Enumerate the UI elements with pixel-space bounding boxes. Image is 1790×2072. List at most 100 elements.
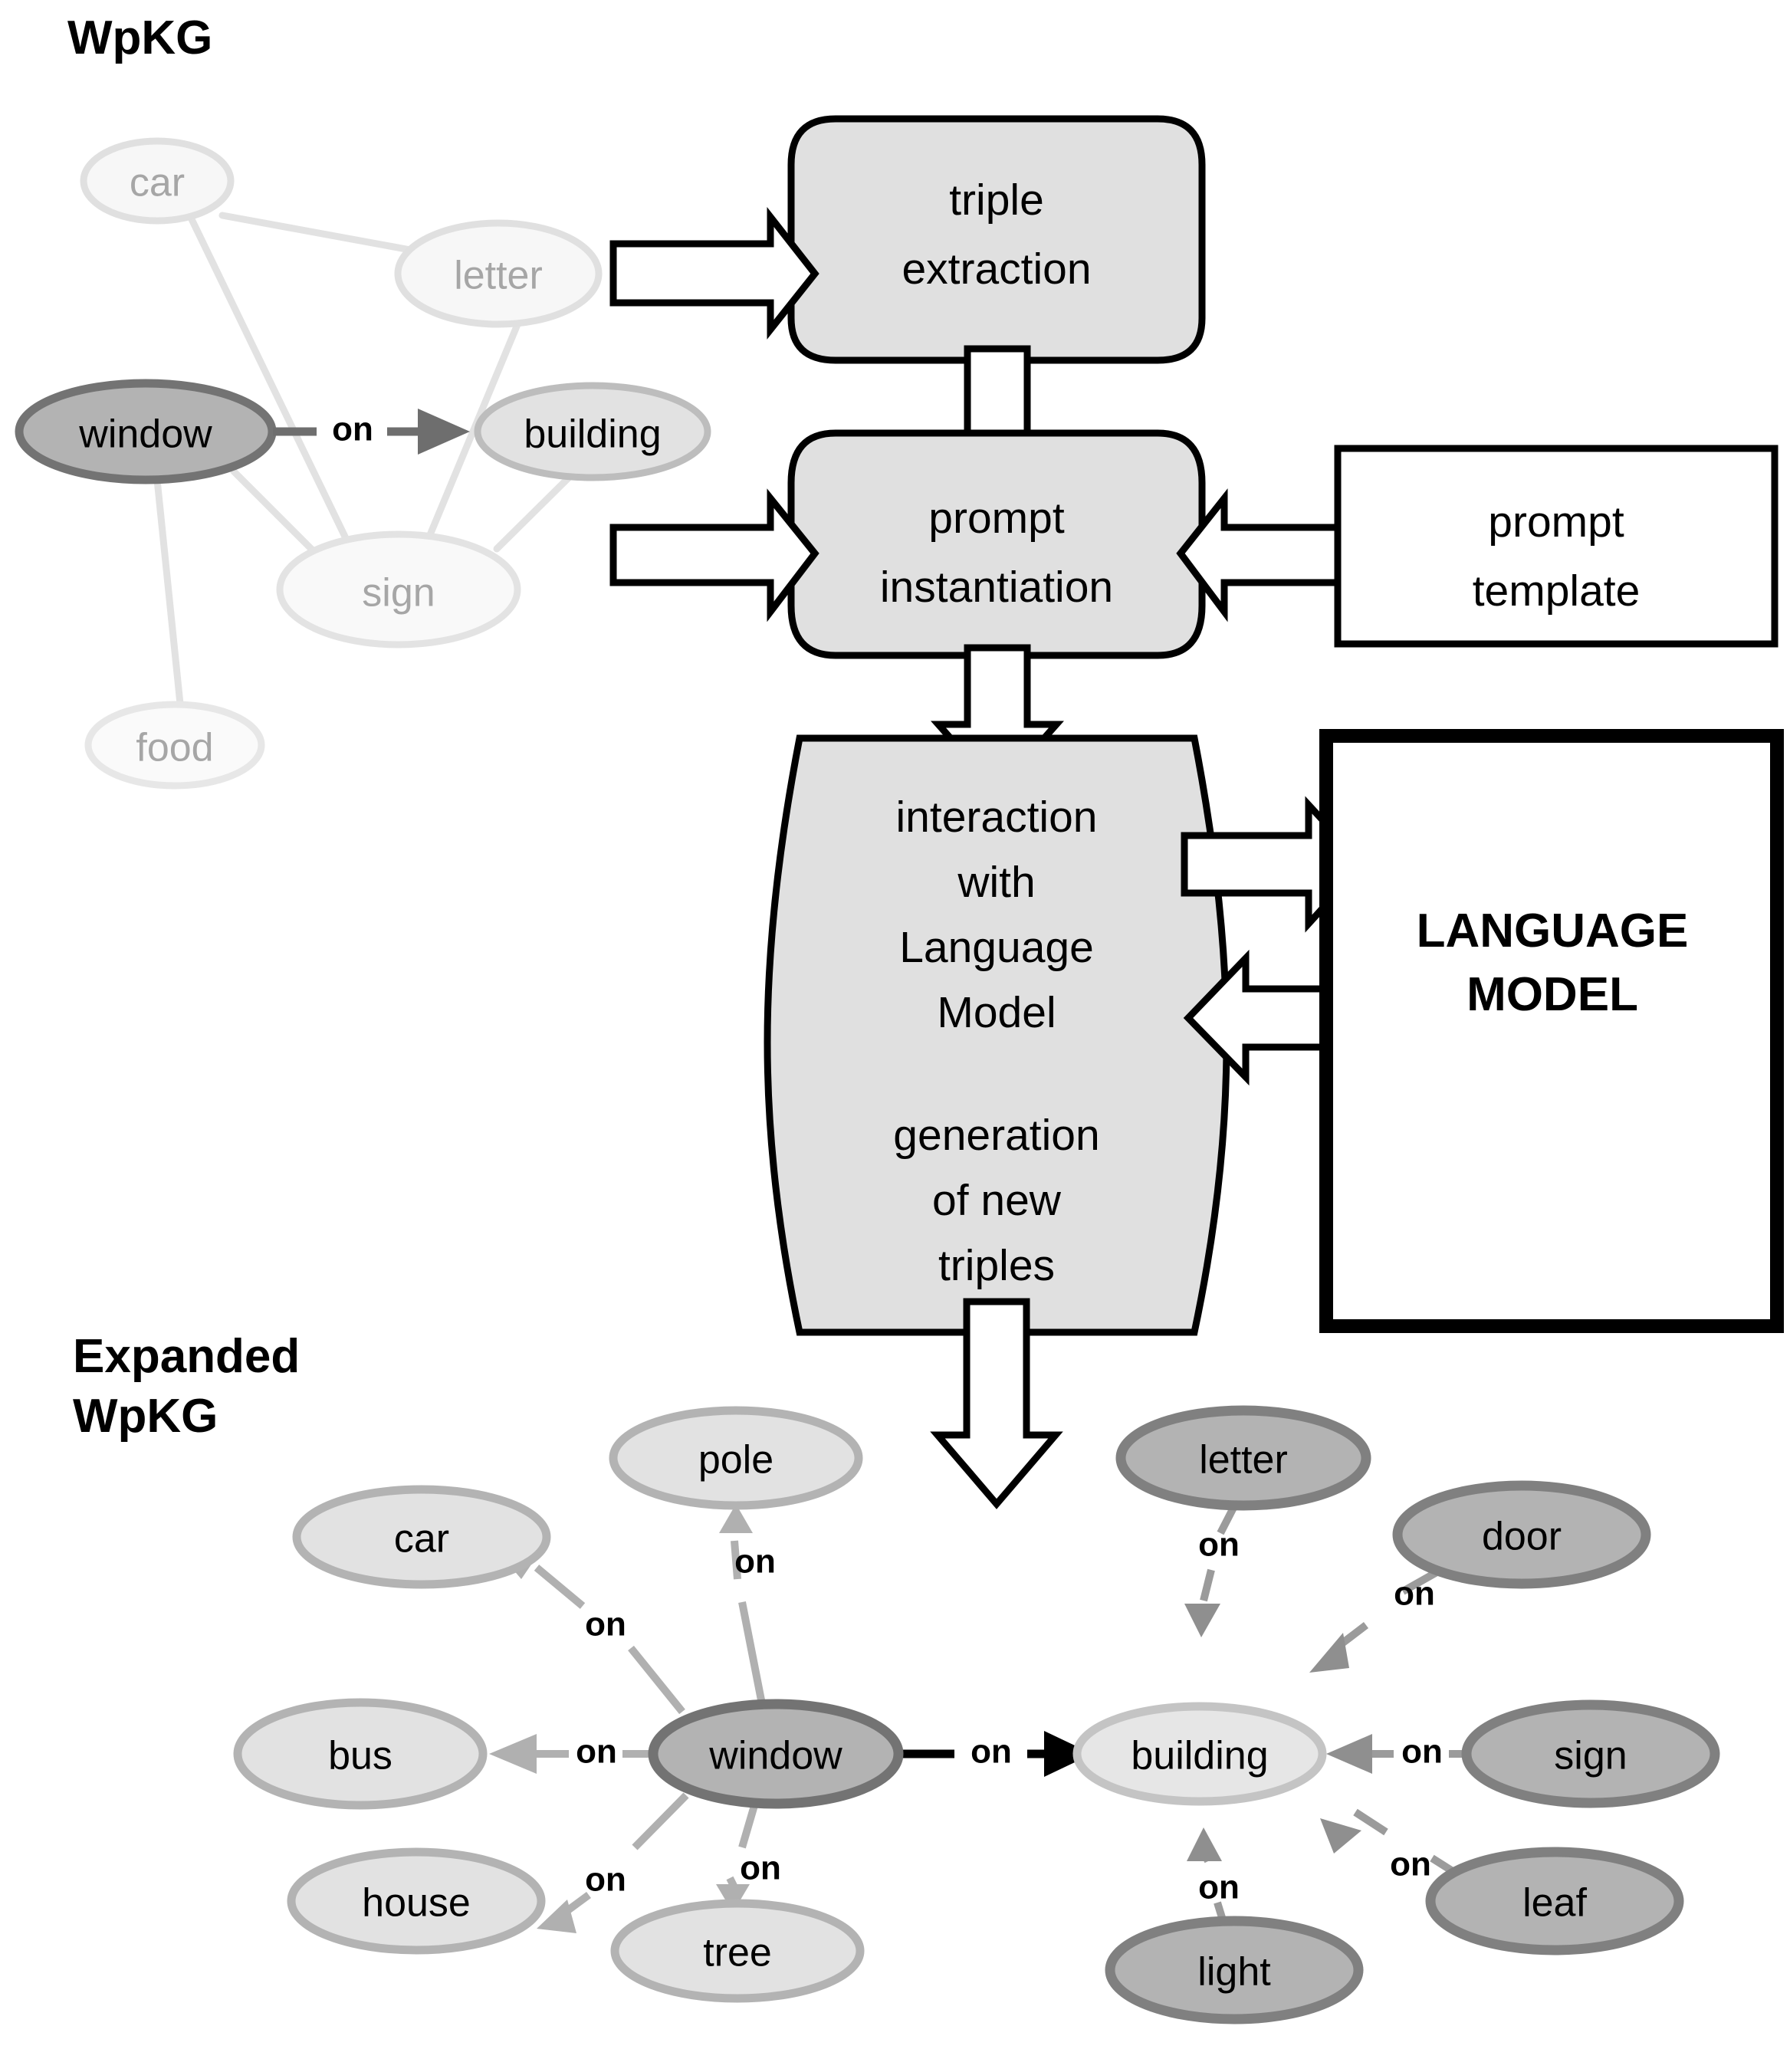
prompt-template-line2: template [1473, 566, 1641, 616]
expanded-node-sign-label: sign [1554, 1734, 1627, 1778]
edge-window-tree [738, 1801, 759, 1849]
edge-label-window-building: on [971, 1733, 1012, 1771]
process-triple-extraction[interactable]: triple extraction [787, 115, 1206, 364]
expanded-node-leaf-label: leaf [1522, 1881, 1587, 1926]
expanded-node-letter[interactable]: letter [1115, 1405, 1371, 1511]
process-interaction-with-language-model[interactable]: interaction with Language Model generati… [764, 734, 1230, 1336]
arrowhead-building-sign [1326, 1734, 1372, 1774]
expanded-node-house-label: house [362, 1881, 471, 1926]
edge-window-pole [738, 1601, 767, 1709]
edge-window-house [632, 1792, 689, 1850]
expanded-node-bus[interactable]: bus [233, 1698, 488, 1810]
edge-label-door-building: on [1394, 1575, 1435, 1613]
expanded-node-door-label: door [1482, 1515, 1562, 1559]
expanded-node-sign[interactable]: sign [1461, 1699, 1720, 1808]
expanded-node-house[interactable]: house [287, 1847, 546, 1955]
arrowhead-house [537, 1900, 576, 1933]
arrowhead-tree [716, 1884, 750, 1913]
arrowhead-building-light [1187, 1827, 1222, 1861]
arrowhead-bus [489, 1734, 537, 1774]
edge-sign-building [493, 474, 573, 553]
edge-leaf-building-b [1353, 1808, 1388, 1836]
interaction-line-7: triples [938, 1241, 1055, 1290]
prompt-instantiation-line1: prompt [928, 494, 1065, 543]
edge-label-window-tree: on [740, 1850, 781, 1887]
expanded-node-building[interactable]: building [1072, 1702, 1327, 1806]
expanded-node-window-label: window [708, 1734, 842, 1778]
interaction-line-1: with [957, 858, 1035, 907]
page-title-expanded-line1: Expanded [73, 1330, 300, 1383]
edge-label-window-pole: on [734, 1543, 776, 1581]
expanded-node-car-label: car [394, 1517, 449, 1561]
box-language-model[interactable]: LANGUAGE MODEL [1319, 729, 1784, 1333]
edge-window-sign [230, 468, 318, 556]
expanded-node-bus-label: bus [328, 1734, 392, 1778]
page-title-expanded-line2: WpKG [73, 1390, 218, 1443]
edge-label-light-building: on [1198, 1869, 1240, 1906]
wpkg-node-letter[interactable]: letter [394, 219, 603, 328]
interaction-line-2: Language [899, 923, 1094, 972]
expanded-edge-labels: on on on on on on on on on on on [576, 1526, 1443, 1906]
wpkg-node-sign[interactable]: sign [276, 530, 521, 649]
expanded-edges [489, 1504, 1466, 1933]
expanded-node-light[interactable]: light [1105, 1916, 1364, 2024]
process-prompt-instantiation[interactable]: prompt instantiation [787, 429, 1206, 659]
wpkg-node-food-label: food [136, 726, 213, 770]
edge-label-leaf-building: on [1390, 1846, 1431, 1883]
wpkg-node-building-label: building [524, 412, 661, 457]
interaction-line-0: interaction [896, 793, 1098, 842]
expanded-node-tree-label: tree [703, 1931, 772, 1975]
edge-car-letter [218, 212, 431, 257]
expanded-node-leaf[interactable]: leaf [1425, 1847, 1684, 1955]
wpkg-node-window[interactable]: window [15, 379, 277, 484]
edge-label-letter-building: on [1198, 1526, 1240, 1564]
wpkg-node-building[interactable]: building [474, 382, 711, 481]
edge-door-building [1401, 1568, 1440, 1595]
wpkg-node-window-label: window [78, 412, 212, 457]
wpkg-node-food[interactable]: food [84, 701, 265, 790]
arrowhead-building-letter [1184, 1604, 1220, 1637]
arrow-into-prompt-instantiation-left [609, 488, 819, 622]
edge-car-sign [188, 215, 349, 540]
wpkg-node-car[interactable]: car [80, 137, 235, 225]
expanded-node-window[interactable]: window [648, 1699, 904, 1809]
edge-letter-building-b [1200, 1568, 1215, 1602]
expanded-node-tree[interactable]: tree [610, 1899, 865, 2003]
edge-label-window-bus: on [576, 1733, 617, 1771]
edge-letter-sign [425, 319, 522, 540]
triple-extraction-line2: extraction [902, 245, 1091, 294]
arrowhead-pole [719, 1504, 753, 1533]
expanded-node-pole[interactable]: pole [609, 1406, 863, 1510]
prompt-instantiation-line2: instantiation [880, 563, 1113, 612]
expanded-node-car[interactable]: car [292, 1485, 551, 1589]
expanded-node-pole-label: pole [698, 1438, 773, 1483]
expanded-node-letter-label: letter [1199, 1438, 1288, 1483]
interaction-line-6: of new [932, 1176, 1062, 1225]
edge-window-pole-b [731, 1540, 741, 1580]
edge-label-window-house: on [585, 1861, 626, 1899]
expanded-node-building-label: building [1131, 1734, 1268, 1778]
wpkg-edge-window-building: on [273, 409, 470, 455]
triple-extraction-line1: triple [949, 176, 1044, 225]
wpkg-graph: car letter sign food building window bui… [15, 137, 711, 790]
interaction-line-3: Model [937, 988, 1056, 1037]
wpkg-node-sign-label: sign [362, 571, 435, 616]
interaction-line-5: generation [893, 1111, 1099, 1160]
arrow-wpkg-to-triple-extraction [609, 206, 819, 340]
edge-label-sign-building: on [1401, 1733, 1443, 1771]
edge-window-car [628, 1645, 685, 1715]
page-title-wpkg: WpKG [67, 11, 212, 64]
prompt-template-line1: prompt [1488, 497, 1624, 547]
arrowhead-building [1044, 1731, 1092, 1777]
expanded-wpkg-graph: pole car bus house tree window building [233, 1405, 1720, 2024]
expanded-node-light-label: light [1197, 1950, 1271, 1995]
language-model-line2: MODEL [1466, 968, 1638, 1021]
arrowhead-building-door [1309, 1633, 1349, 1673]
box-prompt-template[interactable]: prompt template [1334, 445, 1779, 648]
wpkg-node-letter-label: letter [454, 254, 543, 298]
expanded-node-door[interactable]: door [1392, 1480, 1651, 1589]
language-model-line1: LANGUAGE [1417, 905, 1689, 957]
wpkg-faint-edges [153, 212, 573, 708]
edge-window-car-b [534, 1565, 586, 1609]
arrowhead-building-leaf [1320, 1818, 1361, 1854]
